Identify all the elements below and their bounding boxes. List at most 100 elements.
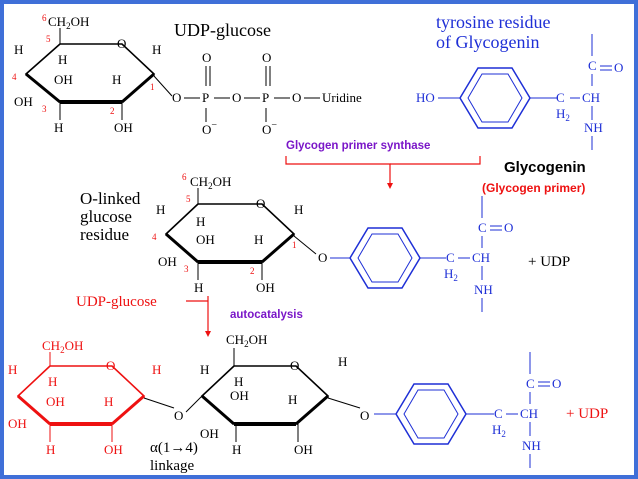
svg-text:CH2OH: CH2OH (42, 338, 83, 355)
svg-text:5: 5 (186, 194, 191, 204)
svg-text:O: O (552, 376, 561, 391)
plus-udp-1: + UDP (528, 254, 570, 270)
svg-text:O: O (256, 196, 265, 211)
tyrosine-residue-top: tyrosine residue of Glycogenin HO C H2 C… (416, 12, 623, 150)
svg-text:1: 1 (150, 82, 155, 92)
svg-text:H: H (232, 442, 241, 457)
svg-text:6: 6 (42, 13, 47, 23)
svg-text:O: O (117, 36, 126, 51)
alpha-linkage-label-1: α(1→4) (150, 440, 198, 456)
svg-text:OH: OH (114, 120, 133, 135)
svg-text:OH: OH (294, 442, 313, 457)
svg-text:OH: OH (46, 394, 65, 409)
svg-text:CH2OH: CH2OH (226, 332, 267, 349)
udp-glucose-left-label: UDP-glucose (76, 294, 157, 310)
svg-text:OH: OH (104, 442, 123, 457)
svg-text:H: H (152, 42, 161, 57)
glycogenin-label: Glycogenin (504, 159, 586, 176)
step-1-arrow: Glycogen primer synthase Glycogenin (Gly… (285, 140, 586, 195)
primer-glucose-residue: O CH2OH H H H OH H OH H OH O α(1→4) link… (150, 332, 369, 474)
svg-text:C: C (556, 90, 565, 105)
svg-text:OH: OH (196, 232, 215, 247)
svg-text:5: 5 (46, 34, 51, 44)
svg-text:OH: OH (54, 72, 73, 87)
svg-text:1: 1 (292, 240, 297, 250)
svg-text:O: O (106, 358, 115, 373)
svg-text:H: H (14, 42, 23, 57)
svg-text:H: H (152, 362, 161, 377)
glycogen-primer-synthase-label: Glycogen primer synthase (286, 140, 430, 152)
uridine-label: Uridine (322, 90, 362, 105)
svg-text:O: O (202, 50, 211, 65)
tyrosine-residue-bottom: C H2 CH C O NH + UDP (374, 352, 608, 468)
svg-text:2: 2 (110, 106, 115, 116)
svg-text:H: H (46, 442, 55, 457)
svg-text:OH: OH (158, 254, 177, 269)
svg-text:H: H (194, 280, 203, 295)
svg-text:3: 3 (184, 264, 189, 274)
svg-text:OH: OH (256, 280, 275, 295)
svg-text:H: H (112, 72, 121, 87)
svg-text:6: 6 (182, 172, 187, 182)
svg-text:H: H (48, 374, 57, 389)
glycogen-primer-label: (Glycogen primer) (482, 181, 585, 195)
new-glucose-residue: O CH2OH H H H OH H OH H OH O (8, 338, 183, 457)
svg-text:4: 4 (152, 232, 157, 242)
svg-text:H: H (196, 214, 205, 229)
o-linked-glucose: O-linked glucose residue O CH2OH 6 5 H H… (80, 172, 327, 295)
svg-text:C: C (446, 250, 455, 265)
svg-text:H: H (254, 232, 263, 247)
svg-text:O: O (292, 90, 301, 105)
svg-text:4: 4 (12, 72, 17, 82)
olinked-label-1: O-linked (80, 189, 141, 208)
svg-text:O−: O− (202, 120, 217, 137)
svg-text:C: C (478, 220, 487, 235)
tyrosine-residue-middle: C H2 CH C O NH + UDP (330, 196, 570, 312)
autocatalysis-label: autocatalysis (230, 309, 303, 321)
svg-text:O−: O− (262, 120, 277, 137)
svg-text:CH: CH (472, 250, 490, 265)
udp-glucose-top: UDP-glucose O CH2OH 6 H 5 H H 4 OH H 1 O… (12, 13, 362, 137)
svg-text:CH: CH (582, 90, 600, 105)
svg-text:3: 3 (42, 104, 47, 114)
svg-text:O: O (318, 250, 327, 265)
glycogenin-reaction-diagram: UDP-glucose O CH2OH 6 H 5 H H 4 OH H 1 O… (8, 12, 623, 474)
svg-text:OH: OH (230, 388, 249, 403)
svg-text:C: C (526, 376, 535, 391)
svg-text:O: O (290, 358, 299, 373)
tyrosine-label-1: tyrosine residue (436, 12, 550, 32)
svg-text:H: H (8, 362, 17, 377)
udp-glucose-title: UDP-glucose (174, 20, 271, 40)
svg-text:H: H (234, 374, 243, 389)
svg-text:H: H (156, 202, 165, 217)
svg-text:H: H (288, 392, 297, 407)
svg-text:NH: NH (584, 120, 603, 135)
svg-text:NH: NH (474, 282, 493, 297)
svg-text:H2: H2 (492, 422, 506, 439)
svg-text:O: O (614, 60, 623, 75)
svg-text:NH: NH (522, 438, 541, 453)
svg-text:P: P (262, 90, 269, 105)
olinked-label-2: glucose (80, 207, 132, 226)
svg-text:O: O (360, 408, 369, 423)
svg-text:H2: H2 (444, 266, 458, 283)
svg-text:H2: H2 (556, 106, 570, 123)
olinked-label-3: residue (80, 225, 129, 244)
svg-text:H: H (338, 354, 347, 369)
alpha-linkage-label-2: linkage (150, 458, 194, 474)
svg-text:P: P (202, 90, 209, 105)
ho-label: HO (416, 90, 435, 105)
svg-text:H: H (200, 362, 209, 377)
svg-text:CH2OH: CH2OH (190, 174, 231, 191)
svg-text:O: O (174, 408, 183, 423)
tyrosine-label-2: of Glycogenin (436, 32, 539, 52)
svg-text:OH: OH (200, 426, 219, 441)
svg-text:O: O (504, 220, 513, 235)
svg-text:H: H (54, 120, 63, 135)
svg-text:OH: OH (8, 416, 27, 431)
svg-text:H: H (104, 394, 113, 409)
svg-text:2: 2 (250, 266, 255, 276)
svg-text:OH: OH (14, 94, 33, 109)
step-2-arrow: UDP-glucose autocatalysis (76, 294, 303, 337)
